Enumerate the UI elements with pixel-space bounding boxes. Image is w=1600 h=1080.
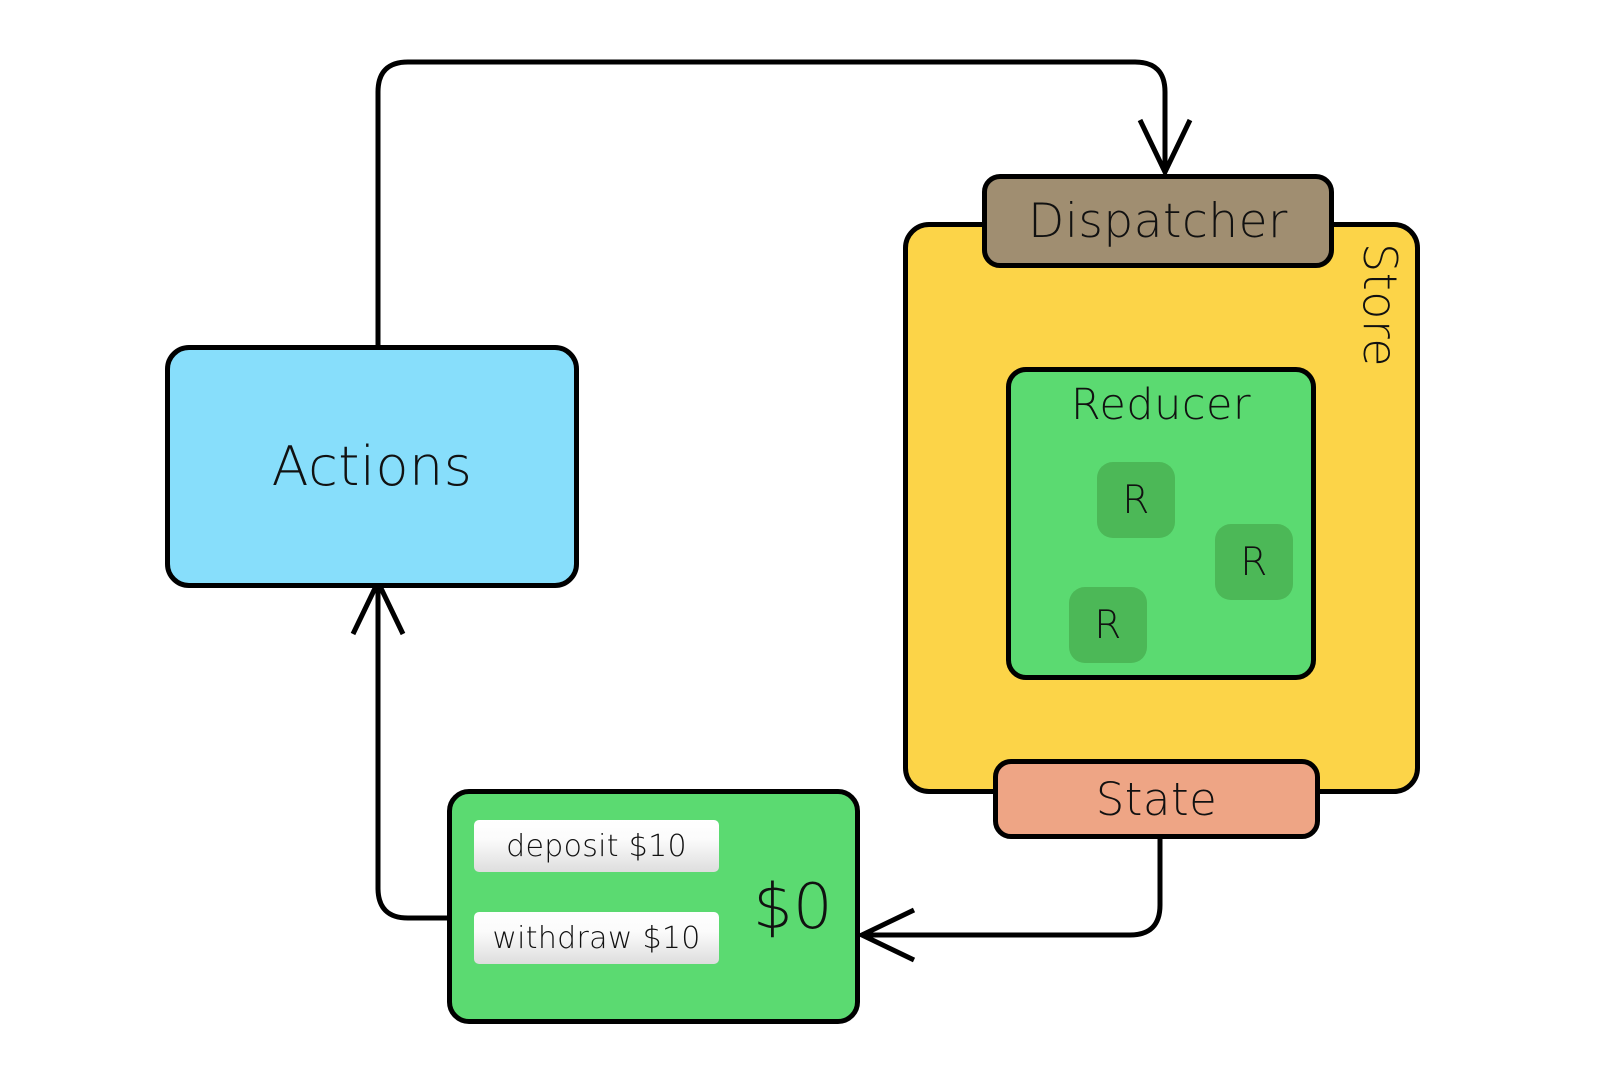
actions-label: Actions [271, 435, 473, 498]
withdraw-button[interactable]: withdraw $10 [474, 912, 719, 964]
actions-node[interactable]: Actions [165, 345, 579, 588]
reducer-node[interactable]: Reducer R R R [1006, 367, 1316, 680]
reducer-chip: R [1097, 462, 1175, 538]
edge-state-to-app [866, 839, 1163, 938]
reducer-label: Reducer [1070, 380, 1252, 430]
app-controls: deposit $10 withdraw $10 [474, 820, 719, 964]
state-node[interactable]: State [993, 759, 1320, 839]
edge-app-to-actions [375, 586, 452, 921]
store-label: Store [1353, 243, 1407, 368]
balance-display: $0 [753, 869, 833, 943]
app-panel: deposit $10 withdraw $10 $0 [447, 789, 860, 1024]
reducer-chip: R [1069, 587, 1147, 663]
dispatcher-node[interactable]: Dispatcher [982, 174, 1334, 268]
edge-state-to-app-arrowhead [856, 907, 916, 963]
dispatcher-label: Dispatcher [1028, 193, 1288, 249]
edge-app-to-actions-arrowhead [350, 576, 406, 636]
edge-actions-to-dispatcher-arrowhead [1137, 118, 1193, 178]
state-label: State [1095, 772, 1218, 826]
reducer-chip: R [1215, 524, 1293, 600]
deposit-button[interactable]: deposit $10 [474, 820, 719, 872]
